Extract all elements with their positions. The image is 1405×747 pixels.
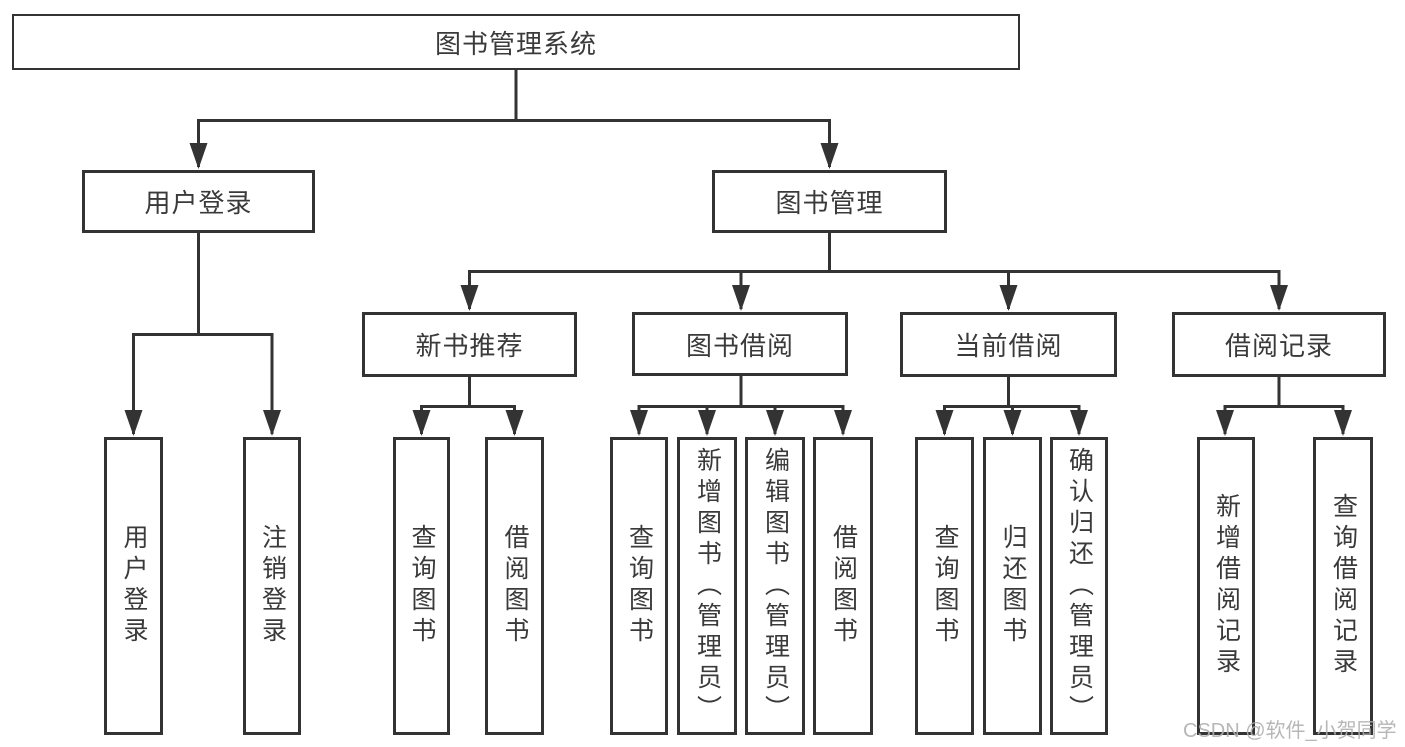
leaf-query-books-2: 查询图书: [610, 437, 668, 735]
node-new-book-recommend: 新书推荐: [362, 312, 577, 377]
leaf-query-books-3: 查询图书: [915, 437, 974, 735]
leaf-add-borrow-record: 新增借阅记录: [1197, 437, 1255, 735]
leaf-add-book-admin: 新增图书（管理员）: [677, 437, 737, 735]
leaf-borrow-books-2: 借阅图书: [813, 437, 873, 735]
leaf-edit-book-admin: 编辑图书（管理员）: [745, 437, 805, 735]
leaf-logout: 注销登录: [243, 437, 301, 735]
leaf-user-login: 用户登录: [104, 437, 163, 735]
leaf-return-book: 归还图书: [983, 437, 1042, 735]
leaf-query-books-1: 查询图书: [393, 437, 450, 735]
node-user-login: 用户登录: [82, 170, 315, 233]
leaf-query-borrow-record: 查询借阅记录: [1313, 437, 1373, 735]
leaf-confirm-return-admin: 确认归还（管理员）: [1050, 437, 1108, 735]
node-book-borrowing: 图书借阅: [632, 312, 848, 376]
csdn-watermark: CSDN @软件_小贺同学: [1183, 720, 1397, 742]
node-borrowing-records: 借阅记录: [1172, 312, 1386, 377]
node-current-borrowing: 当前借阅: [900, 312, 1117, 377]
node-book-management: 图书管理: [712, 170, 947, 233]
leaf-borrow-books-1: 借阅图书: [485, 437, 544, 735]
node-root: 图书管理系统: [12, 14, 1020, 70]
